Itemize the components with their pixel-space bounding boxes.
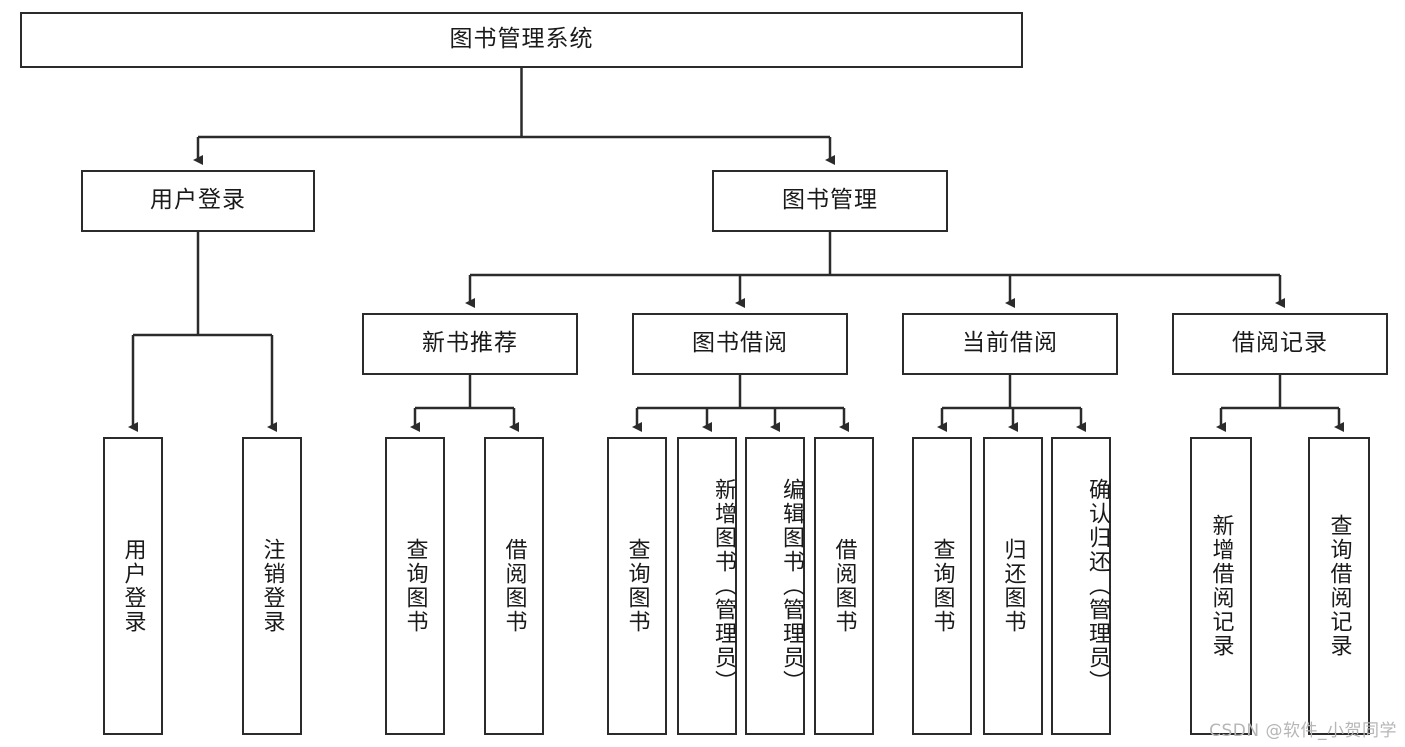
leaf-add-borrow-record[interactable]: 新增借阅记录: [1190, 437, 1252, 735]
leaf-borrow-book-recommend-label: 借阅图书: [501, 538, 527, 634]
node-borrow-record-label: 借阅记录: [1232, 330, 1328, 357]
leaf-edit-book-admin[interactable]: 编辑图书（管理员）: [745, 437, 805, 735]
node-current-borrow-label: 当前借阅: [962, 330, 1058, 357]
leaf-query-book-current[interactable]: 查询图书: [912, 437, 972, 735]
node-root[interactable]: 图书管理系统: [20, 12, 1023, 68]
leaf-logout[interactable]: 注销登录: [242, 437, 302, 735]
leaf-add-book-admin-label: 新增图书（管理员）: [711, 478, 736, 694]
leaf-confirm-return-admin[interactable]: 确认归还（管理员）: [1051, 437, 1111, 735]
node-user-login-label: 用户登录: [150, 187, 246, 214]
leaf-confirm-return-admin-label: 确认归还（管理员）: [1085, 478, 1110, 694]
leaf-add-book-admin[interactable]: 新增图书（管理员）: [677, 437, 737, 735]
leaf-query-book-borrow[interactable]: 查询图书: [607, 437, 667, 735]
node-root-label: 图书管理系统: [449, 26, 594, 53]
node-current-borrow[interactable]: 当前借阅: [902, 313, 1118, 375]
leaf-logout-label: 注销登录: [259, 538, 285, 634]
node-user-login[interactable]: 用户登录: [81, 170, 315, 232]
node-new-book-recommend[interactable]: 新书推荐: [362, 313, 578, 375]
leaf-borrow-book-recommend[interactable]: 借阅图书: [484, 437, 544, 735]
node-new-book-recommend-label: 新书推荐: [422, 330, 518, 357]
leaf-query-book-borrow-label: 查询图书: [624, 538, 650, 634]
node-book-management[interactable]: 图书管理: [712, 170, 948, 232]
leaf-borrow-book[interactable]: 借阅图书: [814, 437, 874, 735]
leaf-borrow-book-label: 借阅图书: [831, 538, 857, 634]
leaf-add-borrow-record-label: 新增借阅记录: [1208, 514, 1234, 658]
leaf-query-book-recommend[interactable]: 查询图书: [385, 437, 445, 735]
node-book-management-label: 图书管理: [782, 187, 878, 214]
leaf-query-book-current-label: 查询图书: [929, 538, 955, 634]
leaf-user-login-label: 用户登录: [120, 538, 146, 634]
node-book-borrow[interactable]: 图书借阅: [632, 313, 848, 375]
leaf-user-login[interactable]: 用户登录: [103, 437, 163, 735]
leaf-edit-book-admin-label: 编辑图书（管理员）: [779, 478, 804, 694]
node-borrow-record[interactable]: 借阅记录: [1172, 313, 1388, 375]
leaf-query-borrow-record[interactable]: 查询借阅记录: [1308, 437, 1370, 735]
leaf-return-book-label: 归还图书: [1000, 538, 1026, 634]
leaf-return-book[interactable]: 归还图书: [983, 437, 1043, 735]
leaf-query-book-recommend-label: 查询图书: [402, 538, 428, 634]
node-book-borrow-label: 图书借阅: [692, 330, 788, 357]
watermark: CSDN @软件_小贺同学: [1209, 721, 1397, 741]
leaf-query-borrow-record-label: 查询借阅记录: [1326, 514, 1352, 658]
